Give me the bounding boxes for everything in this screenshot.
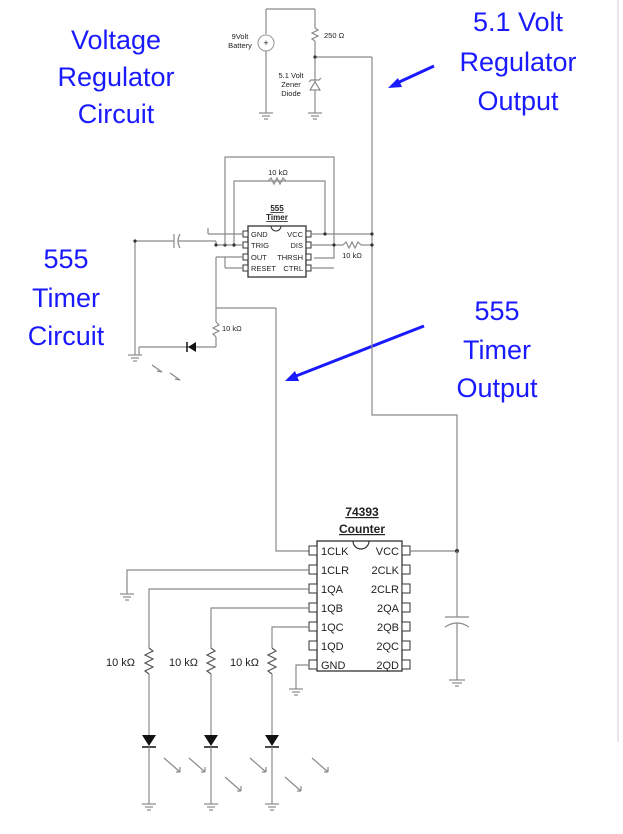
annotation-line: 5.1 Volt xyxy=(473,7,564,37)
annotation-line: Voltage xyxy=(71,25,161,55)
counter-pin-2clk: 2CLK xyxy=(371,565,399,577)
annotation-line: Output xyxy=(456,373,538,403)
timer-pin-vcc: VCC xyxy=(287,230,303,239)
timer-pin-out: OUT xyxy=(251,253,267,262)
annotation-line: Timer xyxy=(32,283,100,313)
annotation-line: 555 xyxy=(43,244,88,274)
timer-dis-resistor xyxy=(342,240,362,250)
counter-pin-2qa: 2QA xyxy=(377,603,400,615)
annotation-line: Regulator xyxy=(57,62,174,92)
led-resistor-label-3: 10 kΩ xyxy=(230,657,259,669)
timer-chip xyxy=(247,225,307,278)
counter-pin-1qc: 1QC xyxy=(321,622,344,634)
timer-pin-ctrl: CTRL xyxy=(283,264,303,273)
led-resistor-label-2: 10 kΩ xyxy=(169,657,198,669)
timer-pin-reset: RESET xyxy=(251,264,276,273)
timer-circuit: 10 kΩ 555 Timer GND TRIG OUT RESET VCC D… xyxy=(128,156,374,552)
zener-label: Zener xyxy=(281,80,301,89)
led-resistor-label-1: 10 kΩ xyxy=(106,657,135,669)
annotation-line: Circuit xyxy=(78,99,155,129)
timer-dis-resistor-label: 10 kΩ xyxy=(342,251,362,260)
annotation-line: Output xyxy=(477,86,559,116)
led-2-symbol xyxy=(204,735,218,746)
counter-pin-1clr: 1CLR xyxy=(321,565,349,577)
led-resistor-2 xyxy=(205,647,217,675)
counter-pin-1qa: 1QA xyxy=(321,584,344,596)
counter-pin-vcc: VCC xyxy=(376,546,399,558)
annotation-line: Timer xyxy=(463,335,531,365)
timer-pin-thrsh: THRSH xyxy=(277,253,303,262)
counter-pin-2qc: 2QC xyxy=(376,641,399,653)
regulator-resistor-label: 250 Ω xyxy=(324,31,345,40)
voltage-regulator-circuit: + 9Volt Battery 250 Ω 5.1 Volt Zener Dio… xyxy=(228,8,372,120)
zener-label: Diode xyxy=(281,89,301,98)
counter-pin-1qb: 1QB xyxy=(321,603,343,615)
led-resistor-1 xyxy=(143,647,155,675)
regulator-output-annotation: 5.1 Volt Regulator Output xyxy=(459,7,576,116)
battery-label: Battery xyxy=(228,41,252,50)
counter-chip-subtitle: Counter xyxy=(339,522,385,536)
led-chain-3: 10 kΩ xyxy=(230,626,329,811)
regulator-output-arrow xyxy=(388,64,435,88)
counter-pin-2qb: 2QB xyxy=(377,622,399,634)
led-chain-1: 10 kΩ xyxy=(106,588,309,811)
timer-pin-trig: TRIG xyxy=(251,241,269,250)
timer-feedback-resistor-label: 10 kΩ xyxy=(268,168,288,177)
led-1-symbol xyxy=(142,735,156,746)
timer-pin-dis: DIS xyxy=(290,241,303,250)
zener-label: 5.1 Volt xyxy=(278,71,304,80)
timer-pin-gnd: GND xyxy=(251,230,268,239)
counter-chip xyxy=(316,540,403,672)
regulator-rail xyxy=(371,57,458,551)
led-3-symbol xyxy=(265,735,279,746)
timer-led-symbol xyxy=(188,342,196,352)
counter-pin-1qd: 1QD xyxy=(321,641,344,653)
led-chain-2: 10 kΩ xyxy=(169,607,309,811)
counter-pin-1clk: 1CLK xyxy=(321,546,349,558)
voltage-regulator-annotation: Voltage Regulator Circuit xyxy=(57,25,174,129)
battery-label: 9Volt xyxy=(232,32,250,41)
counter-pin-gnd: GND xyxy=(321,660,346,672)
timer-circuit-annotation: 555 Timer Circuit xyxy=(28,244,105,351)
timer-output-resistor xyxy=(211,321,221,338)
timer-chip-subtitle: Timer xyxy=(266,213,288,222)
svg-text:+: + xyxy=(263,38,268,48)
timer-output-annotation: 555 Timer Output xyxy=(456,296,538,403)
counter-pin-2clr: 2CLR xyxy=(371,584,399,596)
timer-output-arrow xyxy=(285,324,425,381)
annotation-line: Regulator xyxy=(459,47,576,77)
timer-output-resistor-label: 10 kΩ xyxy=(222,324,242,333)
annotation-line: 555 xyxy=(474,296,519,326)
counter-circuit: 74393 Counter 1CLK 1CLR 1QA 1QB 1QC 1QD … xyxy=(120,505,470,696)
zener-diode-symbol xyxy=(309,81,321,91)
timer-chip-title: 555 xyxy=(270,204,284,213)
led-resistor-3 xyxy=(266,647,278,675)
regulator-resistor xyxy=(310,27,320,42)
counter-pin-2qd: 2QD xyxy=(376,660,399,672)
annotation-line: Circuit xyxy=(28,321,105,351)
counter-chip-title: 74393 xyxy=(345,505,379,519)
timer-feedback-resistor xyxy=(267,176,287,186)
